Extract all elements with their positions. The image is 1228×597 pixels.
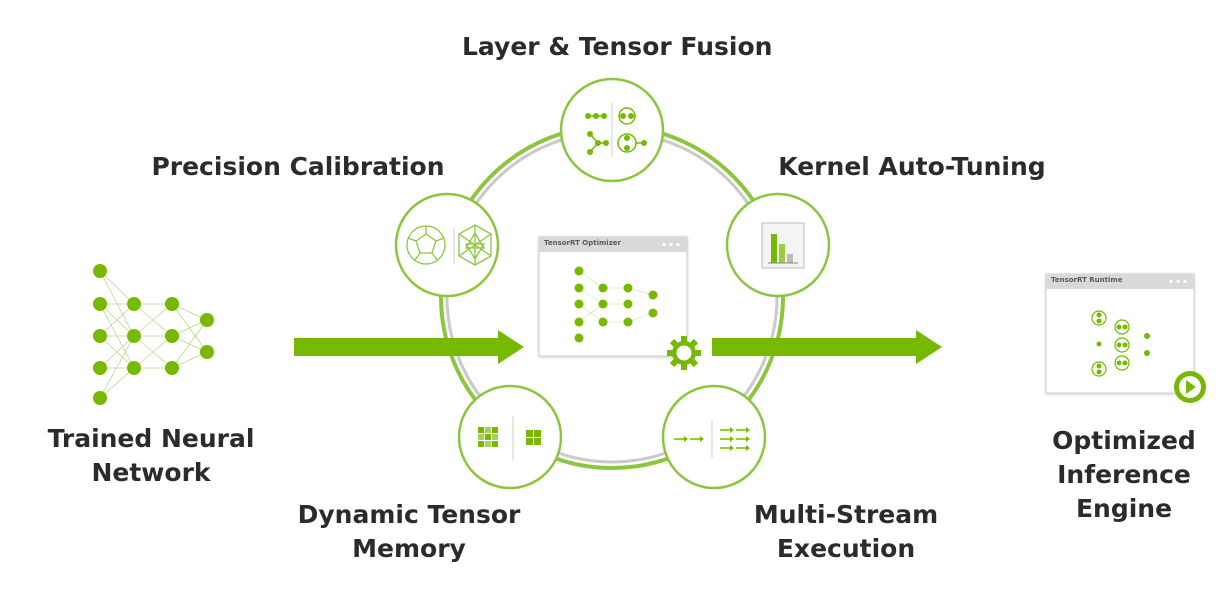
label-text: Kernel Auto-Tuning xyxy=(778,152,1046,181)
runtime-window-title: TensorRT Runtime xyxy=(1051,276,1123,284)
optimizer-window xyxy=(538,236,688,357)
label-line-2: Memory xyxy=(352,534,466,563)
grid-memory-icon xyxy=(478,416,541,460)
gear-icon xyxy=(667,336,701,370)
trained-network-graphic xyxy=(93,264,214,405)
output-arrow xyxy=(712,330,942,364)
input-arrow xyxy=(294,330,524,364)
play-icon xyxy=(1174,371,1206,403)
label-line-1: Dynamic Tensor xyxy=(297,500,521,529)
label-trained-network: Trained Neural Network xyxy=(40,422,262,490)
label-optimized-inference-engine: Optimized Inference Engine xyxy=(1046,424,1202,526)
label-layer-tensor-fusion: Layer & Tensor Fusion xyxy=(462,30,773,64)
label-line-2: Execution xyxy=(776,534,916,563)
label-line-3: Engine xyxy=(1075,494,1173,523)
label-kernel-auto-tuning: Kernel Auto-Tuning xyxy=(772,150,1052,184)
label-line-2: Inference xyxy=(1057,460,1191,489)
label-line-1: Optimized xyxy=(1052,426,1196,455)
dynamic-memory-node xyxy=(457,384,563,490)
label-text: Precision Calibration xyxy=(151,152,445,181)
precision-calibration-icon xyxy=(406,224,492,266)
optimizer-network-graphic xyxy=(574,266,658,343)
label-line-1: Trained Neural xyxy=(47,424,255,453)
label-dynamic-tensor-memory: Dynamic Tensor Memory xyxy=(294,498,524,566)
label-multi-stream-execution: Multi-Stream Execution xyxy=(738,498,954,566)
label-precision-calibration: Precision Calibration xyxy=(150,150,446,184)
runtime-network-graphic xyxy=(1091,310,1150,377)
label-text: Layer & Tensor Fusion xyxy=(462,32,773,61)
multi-stream-node xyxy=(661,384,767,490)
label-line-1: Multi-Stream xyxy=(753,500,939,529)
bar-chart-icon xyxy=(761,222,805,269)
precision-calibration-node xyxy=(394,192,500,298)
optimizer-window-title: TensorRT Optimizer xyxy=(544,239,621,247)
layer-fusion-icon xyxy=(585,103,647,157)
label-line-2: Network xyxy=(91,458,211,487)
multi-stream-arrows-icon xyxy=(674,420,750,458)
